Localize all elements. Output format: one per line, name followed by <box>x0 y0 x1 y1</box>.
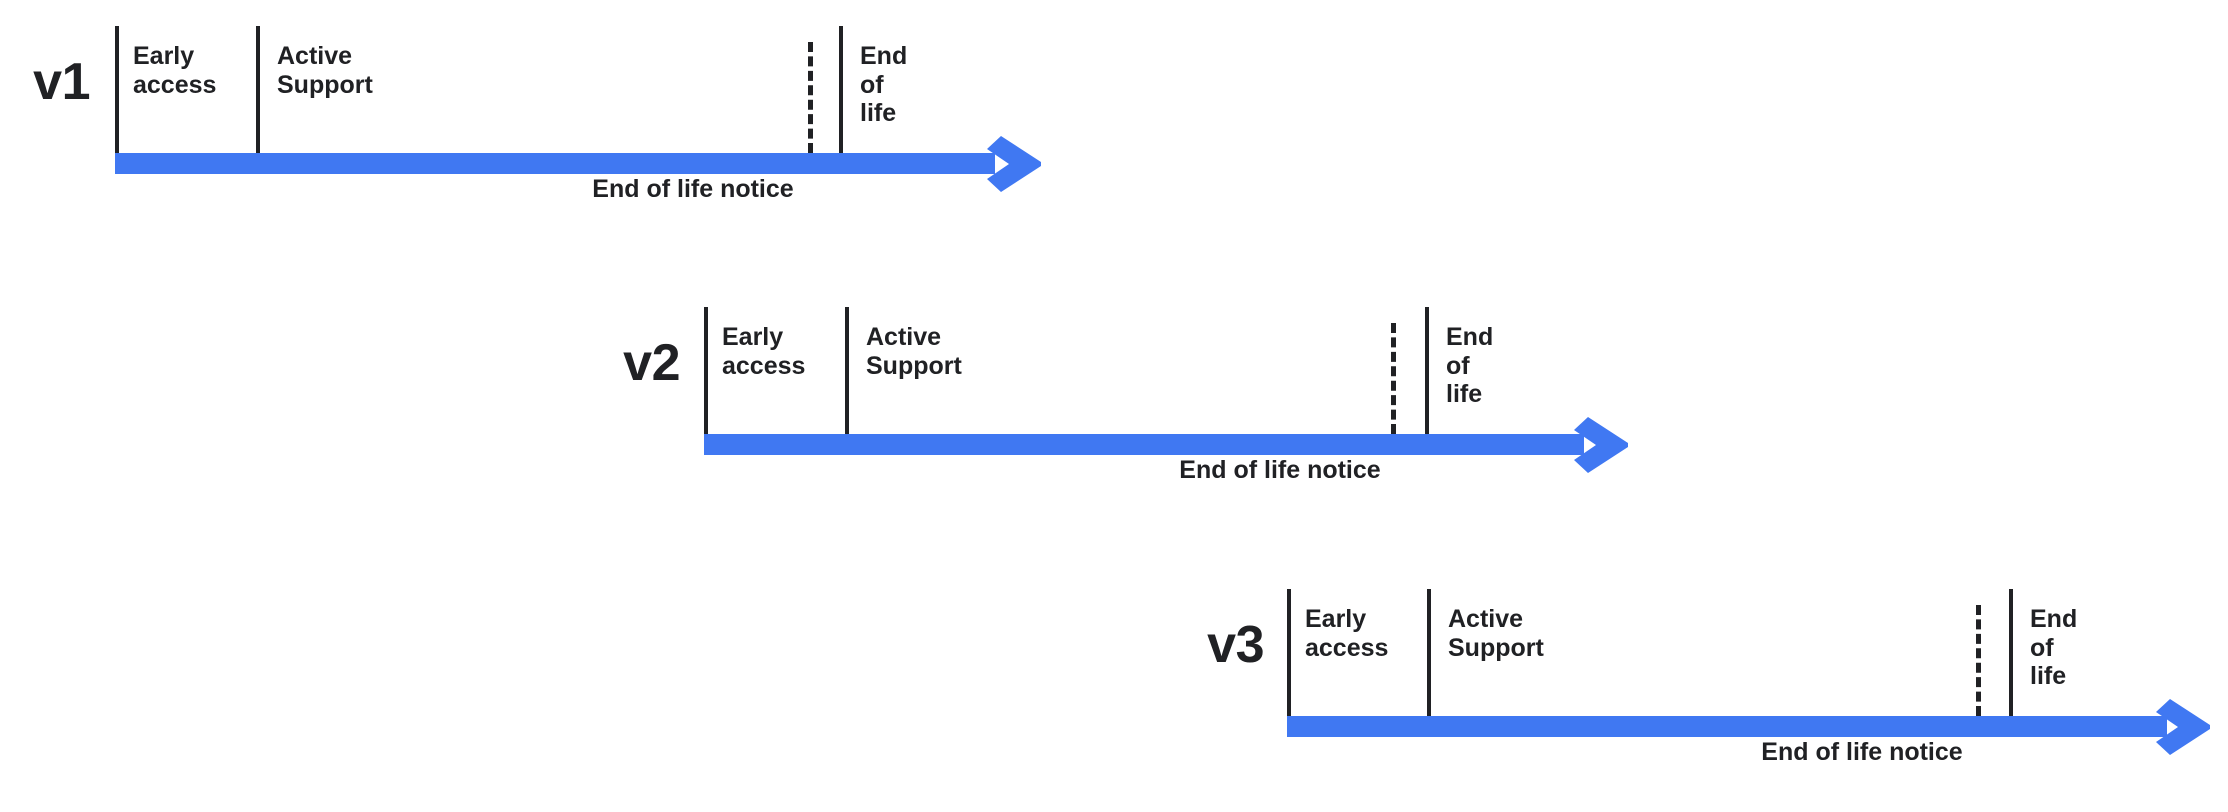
phase-divider-early-access-start-v3 <box>1287 589 1291 716</box>
timeline-arrow-head-v2 <box>1574 417 1628 473</box>
timeline-bar-v2 <box>704 434 1584 455</box>
phase-divider-active-support-start-v3 <box>1427 589 1431 716</box>
phase-divider-active-support-start-v2 <box>845 307 849 434</box>
version-label-v1: v1 <box>33 53 90 111</box>
phase-label-active-support-v3: Active Support <box>1448 605 1544 662</box>
phase-divider-end-of-life-start-v1 <box>839 26 843 153</box>
bar-caption-v1: End of life notice <box>592 175 794 203</box>
end-of-life-notice-marker-v3 <box>1976 605 1981 716</box>
version-label-v3: v3 <box>1207 616 1264 674</box>
timeline-bar-v3 <box>1287 716 2167 737</box>
phase-label-active-support-v2: Active Support <box>866 323 962 380</box>
end-of-life-notice-marker-v1 <box>808 42 813 153</box>
phase-divider-early-access-start-v1 <box>115 26 119 153</box>
phase-label-early-access-v3: Early access <box>1305 605 1389 662</box>
bar-caption-v3: End of life notice <box>1761 738 1963 766</box>
phase-divider-early-access-start-v2 <box>704 307 708 434</box>
phase-divider-active-support-start-v1 <box>256 26 260 153</box>
phase-divider-end-of-life-start-v2 <box>1425 307 1429 434</box>
phase-label-active-support-v1: Active Support <box>277 42 373 99</box>
phase-label-end-of-life-v2: End of life <box>1446 323 1494 408</box>
timeline-bar-v1 <box>115 153 995 174</box>
bar-caption-v2: End of life notice <box>1179 456 1381 484</box>
timeline-arrow-head-v1 <box>987 136 1041 192</box>
version-label-v2: v2 <box>623 334 680 392</box>
phase-label-early-access-v2: Early access <box>722 323 806 380</box>
end-of-life-notice-marker-v2 <box>1391 323 1396 434</box>
timeline-arrow-head-v3 <box>2156 699 2210 755</box>
phase-divider-end-of-life-start-v3 <box>2009 589 2013 716</box>
phase-label-early-access-v1: Early access <box>133 42 217 99</box>
phase-label-end-of-life-v3: End of life <box>2030 605 2078 690</box>
phase-label-end-of-life-v1: End of life <box>860 42 908 127</box>
